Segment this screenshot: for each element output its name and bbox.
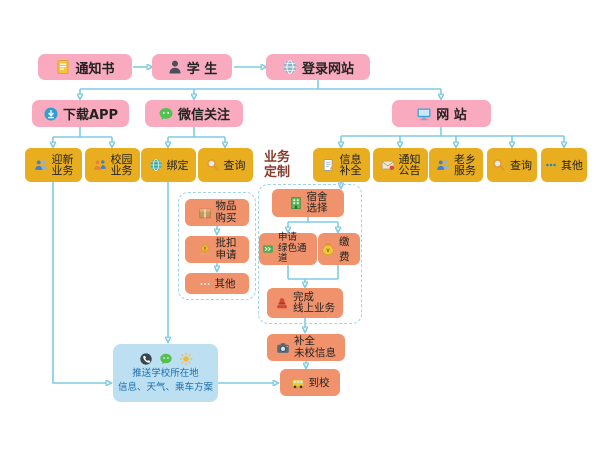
wechat-query-label: 查询 <box>223 159 246 172</box>
welcome-line1: 迎新 <box>51 152 74 166</box>
bus-icon <box>291 376 305 390</box>
people-icon <box>93 158 107 172</box>
people-icon <box>436 158 450 172</box>
campus-business-node: 校园 业务 <box>85 148 140 182</box>
supplement-line2: 未校信息 <box>294 346 336 359</box>
sun-icon <box>179 352 193 366</box>
dorm-line1: 宿舍 <box>306 190 328 203</box>
website-label: 网 站 <box>436 108 467 123</box>
green-channel-icon <box>262 243 274 255</box>
supplement-line1: 补全 <box>294 335 315 347</box>
phone-icon <box>139 352 153 366</box>
goods-purchase-node: 物品 购买 <box>185 199 249 226</box>
website-node: 网 站 <box>392 100 491 127</box>
supplement-info-node: 补全 未校信息 <box>267 334 345 361</box>
notice-letter-node: 通知书 <box>38 54 132 80</box>
moneybag-icon <box>321 242 335 256</box>
dorm-line2: 选择 <box>306 202 328 214</box>
site-query-label: 查询 <box>510 159 532 172</box>
deduct-line2: 申请 <box>215 248 237 261</box>
login-site-label: 登录网站 <box>301 61 354 77</box>
complete-online-node: 完成 线上业务 <box>267 288 343 318</box>
login-site-node: 登录网站 <box>266 54 370 80</box>
globe-icon <box>149 158 163 172</box>
wechat-query-node: 查询 <box>198 148 253 182</box>
package-icon <box>198 206 212 220</box>
download-app-label: 下载APP <box>62 108 119 123</box>
green-channel-node: 申请 绿色通道 <box>259 233 317 265</box>
announcement-node: 通知 公告 <box>373 148 428 182</box>
notice-letter-label: 通知书 <box>75 61 115 77</box>
goods-line2: 购买 <box>215 211 237 224</box>
site-query-node: 查询 <box>487 148 537 182</box>
building-icon <box>289 196 303 210</box>
campus-line1: 校园 <box>110 152 133 166</box>
push-info-panel: 推送学校所在地 信息、天气、乘车方案 <box>113 344 218 402</box>
monitor-icon <box>416 106 432 122</box>
pay-fee-node: 缴费 <box>318 233 360 265</box>
pay-fee-label: 缴费 <box>339 236 350 263</box>
wechat-icon <box>159 352 173 366</box>
ellipsis-icon <box>545 159 557 171</box>
complete-line2: 线上业务 <box>293 302 335 314</box>
document-icon <box>55 59 71 75</box>
envelope-icon <box>381 158 395 172</box>
green-channel-line1: 申请 <box>278 232 298 244</box>
wechat-icon <box>158 106 174 122</box>
coin-hand-icon <box>198 243 212 257</box>
bind-node: 绑定 <box>141 148 196 182</box>
camera-icon <box>276 341 290 355</box>
fellow-line2: 服务 <box>454 164 476 177</box>
ellipsis-icon <box>199 278 211 290</box>
app-download-icon <box>43 106 59 122</box>
download-app-node: 下载APP <box>32 100 129 127</box>
arrive-school-node: 到校 <box>280 369 340 396</box>
bind-label: 绑定 <box>166 159 189 172</box>
people-icon <box>34 158 48 172</box>
magnifier-icon <box>206 158 220 172</box>
info-line1: 信息 <box>339 152 362 166</box>
batch-deduction-node: 批扣 申请 <box>185 236 249 263</box>
arrive-school-label: 到校 <box>308 377 330 389</box>
welcome-line2: 业务 <box>51 164 74 177</box>
site-custom-group-frame <box>258 184 362 324</box>
fellow-line1: 老乡 <box>454 152 476 166</box>
magnifier-icon <box>492 158 506 172</box>
app-other-label: 其他 <box>214 278 236 290</box>
app-custom-group-frame <box>178 192 256 300</box>
business-custom-label: 业务 定制 <box>252 150 302 180</box>
student-icon <box>167 59 183 75</box>
announce-line2: 公告 <box>398 164 421 177</box>
business-custom-line2: 定制 <box>263 165 290 180</box>
green-channel-line2: 绿色通道 <box>278 242 307 265</box>
fellow-service-node: 老乡 服务 <box>429 148 483 182</box>
welcome-business-node: 迎新 业务 <box>25 148 82 182</box>
announce-line1: 通知 <box>398 152 421 166</box>
dorm-selection-node: 宿舍 选择 <box>272 189 344 217</box>
stamp-icon <box>275 296 289 310</box>
info-complete-node: 信息 补全 <box>313 148 370 182</box>
wechat-follow-node: 微信关注 <box>145 100 243 127</box>
wechat-follow-label: 微信关注 <box>177 108 230 123</box>
info-line2: 补全 <box>339 164 362 177</box>
deduct-line1: 批扣 <box>215 237 237 249</box>
business-custom-line1: 业务 <box>263 150 290 165</box>
form-pencil-icon <box>322 158 336 172</box>
site-other-node: 其他 <box>541 148 587 182</box>
goods-line1: 物品 <box>215 200 237 212</box>
campus-line2: 业务 <box>110 164 133 177</box>
app-other-node: 其他 <box>185 273 249 294</box>
site-other-label: 其他 <box>561 159 583 172</box>
push-info-line2: 信息、天气、乘车方案 <box>117 382 213 393</box>
student-label: 学 生 <box>186 61 218 77</box>
complete-line1: 完成 <box>293 290 314 303</box>
push-info-line1: 推送学校所在地 <box>132 368 199 379</box>
globe-icon <box>282 59 298 75</box>
student-node: 学 生 <box>152 54 232 80</box>
